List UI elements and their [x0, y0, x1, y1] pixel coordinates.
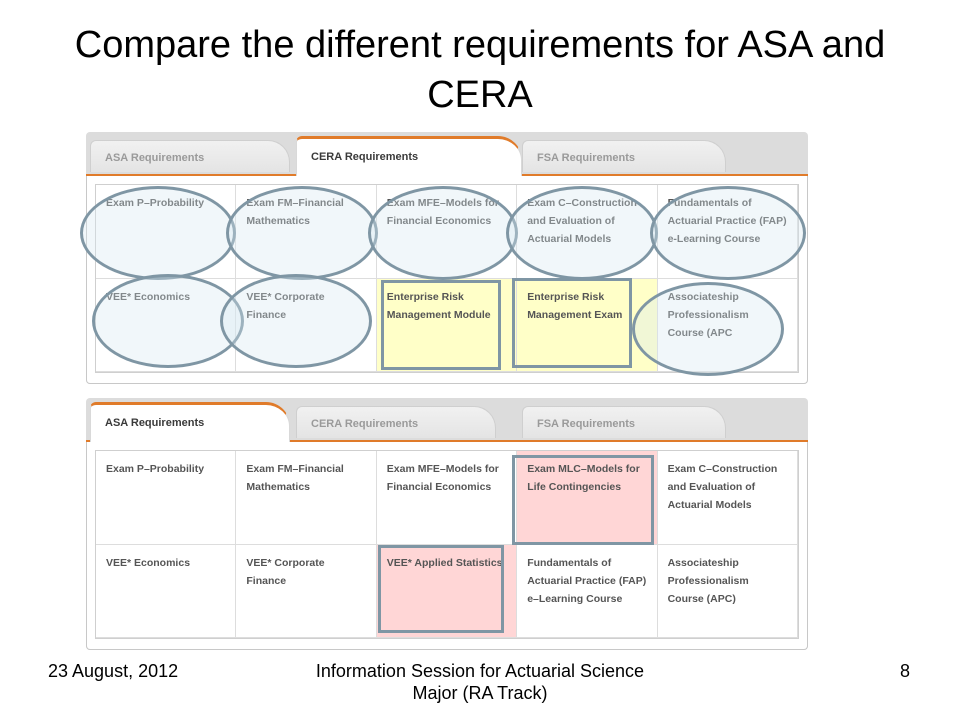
requirement-cell: Associateship Professionalism Course (AP… [657, 278, 798, 372]
requirement-cell: VEE* Economics [96, 544, 237, 638]
requirement-cell: Exam P–Probability [96, 451, 237, 545]
requirement-cell-highlighted: VEE* Applied Statistics [376, 544, 518, 638]
tab-bar-accent-line [86, 440, 808, 443]
tab-content-area: Exam P–Probability Exam FM–Financial Mat… [86, 442, 808, 650]
requirement-cell: Exam C–Construction and Evaluation of Ac… [517, 185, 658, 279]
tab-cera-requirements[interactable]: CERA Requirements [296, 136, 522, 176]
asa-requirements-panel: CERA Requirements FSA Requirements Exam … [86, 398, 808, 650]
requirement-cell-highlighted: Exam MLC–Models for Life Contingencies [517, 451, 658, 545]
requirement-cell: Exam FM–Financial Mathematics [236, 451, 377, 545]
cera-requirements-grid: Exam P–Probability Exam FM–Financial Mat… [95, 184, 799, 373]
requirement-cell: Fundamentals of Actuarial Practice (FAP)… [657, 185, 798, 279]
requirement-cell: Associateship Professionalism Course (AP… [657, 544, 798, 638]
requirement-cell: Fundamentals of Actuarial Practice (FAP)… [517, 544, 658, 638]
footer-date: 23 August, 2012 [48, 661, 179, 681]
tab-fsa-requirements[interactable]: FSA Requirements [522, 406, 726, 438]
tab-asa-requirements[interactable]: ASA Requirements [90, 140, 290, 172]
requirement-cell: Exam MFE–Models for Financial Economics [376, 185, 518, 279]
cera-requirements-panel: ASA Requirements FSA Requirements Exam P… [86, 132, 808, 384]
requirement-cell: VEE* Corporate Finance [236, 278, 377, 372]
requirement-cell: Exam MFE–Models for Financial Economics [376, 451, 518, 545]
slide-title: Compare the different requirements for A… [74, 24, 886, 116]
tab-cera-requirements[interactable]: CERA Requirements [296, 406, 496, 438]
requirement-cell-highlighted: Enterprise Risk Management Exam [517, 278, 658, 372]
footer-caption: Information Session for Actuarial Scienc… [315, 661, 645, 703]
requirement-cell-highlighted: Enterprise Risk Management Module [376, 278, 518, 372]
requirement-cell: VEE* Corporate Finance [236, 544, 377, 638]
tab-fsa-requirements[interactable]: FSA Requirements [522, 140, 726, 172]
asa-requirements-grid: Exam P–Probability Exam FM–Financial Mat… [95, 450, 799, 639]
requirement-cell: VEE* Economics [96, 278, 237, 372]
page-number: 8 [899, 661, 910, 681]
requirement-cell: Exam P–Probability [96, 185, 237, 279]
requirement-cell: Exam C–Construction and Evaluation of Ac… [657, 451, 798, 545]
tab-asa-requirements[interactable]: ASA Requirements [90, 402, 290, 442]
tab-content-area: Exam P–Probability Exam FM–Financial Mat… [86, 176, 808, 384]
requirement-cell: Exam FM–Financial Mathematics [236, 185, 377, 279]
